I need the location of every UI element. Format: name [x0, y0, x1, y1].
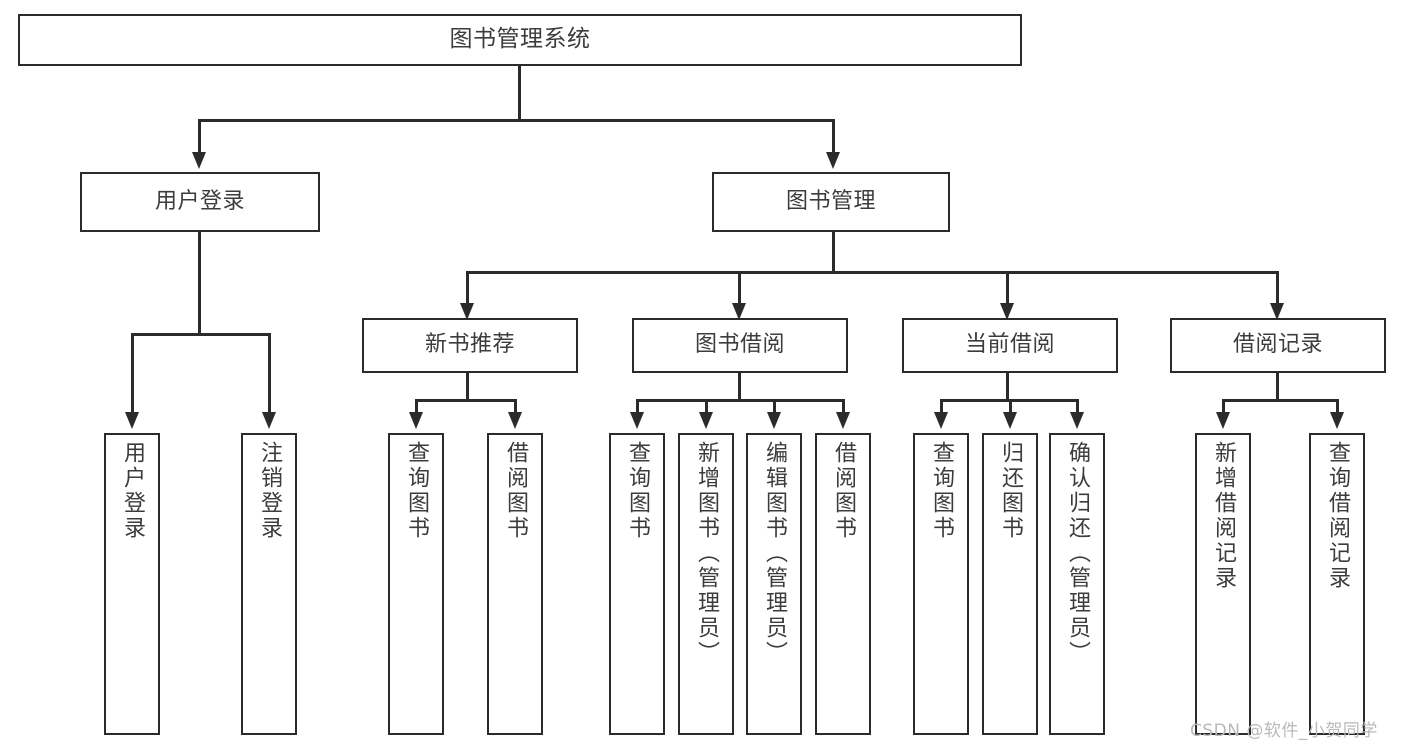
- node-leaf-borrow-book-2[interactable]: 借阅图书: [815, 433, 871, 735]
- arrow-book-manage-c4: [1270, 303, 1284, 320]
- connector-borrow-leaf-3: [773, 399, 776, 417]
- arrow-borrow-leaf-1: [630, 412, 644, 429]
- node-leaf-add-book-admin[interactable]: 新增图书（管理员）: [678, 433, 734, 735]
- arrow-recommend-leaf-1: [409, 412, 423, 429]
- node-label: 查询图书: [625, 441, 650, 541]
- connector-user-login-leaf-2: [268, 333, 271, 417]
- node-leaf-query-borrow-record[interactable]: 查询借阅记录: [1309, 433, 1365, 735]
- arrow-borrow-leaf-2: [699, 412, 713, 429]
- arrow-borrow-leaf-3: [767, 412, 781, 429]
- node-label: 借阅图书: [503, 441, 528, 541]
- connector-record-trunk: [1276, 373, 1279, 401]
- connector-borrow-leaf-4: [842, 399, 845, 417]
- node-leaf-query-book-3[interactable]: 查询图书: [913, 433, 969, 735]
- arrow-root-to-book-manage: [826, 152, 840, 169]
- node-leaf-edit-book-admin[interactable]: 编辑图书（管理员）: [746, 433, 802, 735]
- connector-record-leaf-2: [1336, 399, 1339, 417]
- connector-book-manage-c4: [1276, 271, 1279, 307]
- node-label: 图书借阅: [694, 332, 785, 358]
- connector-root-to-book-manage: [832, 119, 835, 157]
- connector-current-leaf-3: [1076, 399, 1079, 417]
- node-leaf-return-book[interactable]: 归还图书: [982, 433, 1038, 735]
- node-leaf-confirm-return-admin[interactable]: 确认归还（管理员）: [1049, 433, 1105, 735]
- connector-book-manage-c3: [1006, 271, 1009, 307]
- node-label: 查询图书: [929, 441, 954, 541]
- connector-record-bar: [1222, 399, 1338, 402]
- node-borrow-record[interactable]: 借阅记录: [1170, 318, 1386, 373]
- node-leaf-logout-login[interactable]: 注销登录: [241, 433, 297, 735]
- connector-borrow-leaf-2: [705, 399, 708, 417]
- node-leaf-query-book-1[interactable]: 查询图书: [388, 433, 444, 735]
- node-book-manage[interactable]: 图书管理: [712, 172, 950, 232]
- connector-user-login-trunk: [198, 232, 201, 335]
- node-label: 查询图书: [404, 441, 429, 541]
- connector-current-trunk: [1006, 373, 1009, 401]
- connector-root-trunk: [518, 66, 521, 121]
- arrow-root-to-user-login: [192, 152, 206, 169]
- connector-book-manage-c2: [738, 271, 741, 307]
- node-label: 归还图书: [998, 441, 1023, 541]
- node-label: 当前借阅: [964, 332, 1055, 358]
- arrow-record-leaf-2: [1330, 412, 1344, 429]
- node-label: 图书管理: [785, 188, 876, 214]
- connector-book-manage-trunk: [832, 232, 835, 274]
- connector-current-leaf-1: [940, 399, 943, 417]
- node-label: 新增借阅记录: [1211, 441, 1236, 591]
- connector-recommend-bar: [415, 399, 516, 402]
- arrow-current-leaf-1: [934, 412, 948, 429]
- node-label: 新书推荐: [424, 332, 515, 358]
- node-label: 查询借阅记录: [1325, 441, 1350, 591]
- node-leaf-user-login[interactable]: 用户登录: [104, 433, 160, 735]
- node-label: 用户登录: [120, 441, 145, 541]
- node-label: 借阅记录: [1232, 332, 1323, 358]
- arrow-borrow-leaf-4: [836, 412, 850, 429]
- arrow-record-leaf-1: [1216, 412, 1230, 429]
- arrow-user-login-leaf-2: [262, 412, 276, 429]
- node-label: 新增图书（管理员）: [694, 441, 719, 666]
- node-label: 编辑图书（管理员）: [762, 441, 787, 666]
- node-leaf-add-borrow-record[interactable]: 新增借阅记录: [1195, 433, 1251, 735]
- connector-recommend-leaf-2: [514, 399, 517, 417]
- connector-record-leaf-1: [1222, 399, 1225, 417]
- connector-root-to-user-login: [198, 119, 201, 157]
- arrow-book-manage-c1: [460, 303, 474, 320]
- arrow-recommend-leaf-2: [508, 412, 522, 429]
- node-new-book-recommend[interactable]: 新书推荐: [362, 318, 578, 373]
- node-root-system[interactable]: 图书管理系统: [18, 14, 1022, 66]
- connector-current-leaf-2: [1009, 399, 1012, 417]
- arrow-current-leaf-3: [1070, 412, 1084, 429]
- node-user-login[interactable]: 用户登录: [80, 172, 320, 232]
- node-leaf-query-book-2[interactable]: 查询图书: [609, 433, 665, 735]
- node-label: 用户登录: [154, 188, 245, 214]
- node-label: 注销登录: [257, 441, 282, 541]
- connector-root-bar: [198, 119, 834, 122]
- connector-book-manage-c1: [466, 271, 469, 307]
- arrow-user-login-leaf-1: [125, 412, 139, 429]
- node-label: 图书管理系统: [449, 26, 591, 53]
- node-label: 确认归还（管理员）: [1065, 441, 1090, 666]
- connector-user-login-leaf-1: [131, 333, 134, 417]
- connector-book-manage-bar: [466, 271, 1278, 274]
- arrow-current-leaf-2: [1003, 412, 1017, 429]
- node-leaf-borrow-book-1[interactable]: 借阅图书: [487, 433, 543, 735]
- node-current-borrow[interactable]: 当前借阅: [902, 318, 1118, 373]
- node-book-borrow[interactable]: 图书借阅: [632, 318, 848, 373]
- node-label: 借阅图书: [831, 441, 856, 541]
- arrow-book-manage-c2: [732, 303, 746, 320]
- watermark-text: CSDN @软件_小贺同学: [1190, 721, 1378, 741]
- connector-borrow-leaf-1: [636, 399, 639, 417]
- connector-borrow-trunk: [738, 373, 741, 401]
- connector-user-login-bar: [131, 333, 270, 336]
- connector-recommend-leaf-1: [415, 399, 418, 417]
- arrow-book-manage-c3: [1000, 303, 1014, 320]
- connector-borrow-bar: [636, 399, 844, 402]
- connector-recommend-trunk: [466, 373, 469, 401]
